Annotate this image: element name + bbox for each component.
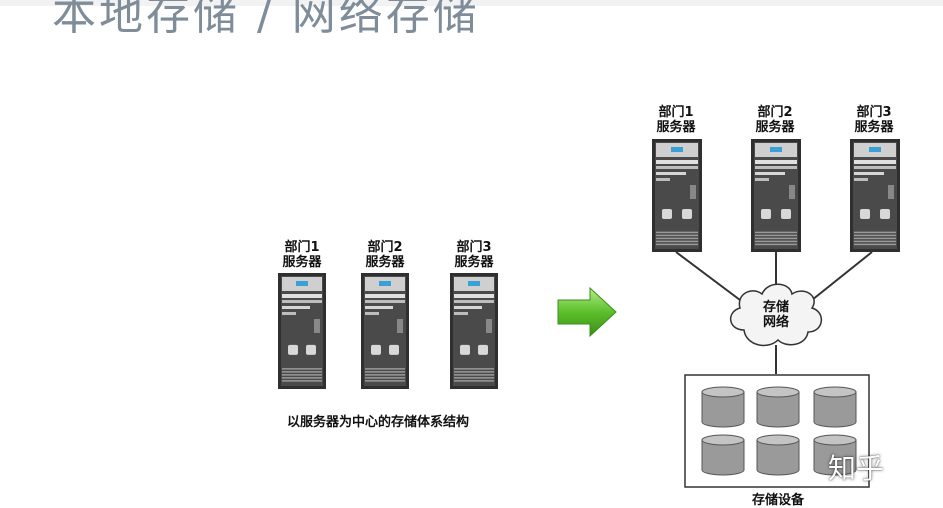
server-role: 服务器 — [282, 255, 322, 270]
left-server-label-3: 部门3 服务器 — [452, 240, 496, 270]
disk-cylinder — [701, 386, 745, 428]
server-role: 服务器 — [454, 255, 494, 270]
server-dept-name: 部门1 — [284, 240, 320, 255]
link-line-3 — [811, 251, 873, 301]
server-role: 服务器 — [656, 120, 696, 135]
right-server-label-3: 部门3 服务器 — [852, 105, 896, 135]
right-server-rack-1 — [652, 139, 702, 256]
server-role: 服务器 — [854, 120, 894, 135]
disk-cylinder — [701, 434, 745, 476]
cloud-label: 存储 网络 — [756, 300, 796, 330]
storage-network-cloud — [730, 283, 822, 347]
server-role: 服务器 — [365, 255, 405, 270]
slide-title: 本地存储 / 网络存储 — [52, 0, 480, 40]
right-server-rack-3 — [850, 139, 900, 256]
right-server-rack-2 — [751, 139, 801, 256]
server-dept-name: 部门2 — [757, 105, 793, 120]
left-server-rack-3 — [450, 273, 498, 393]
left-server-label-1: 部门1 服务器 — [280, 240, 324, 270]
server-dept-name: 部门3 — [456, 240, 492, 255]
zhihu-watermark: 知乎 — [828, 452, 885, 485]
right-server-label-2: 部门2 服务器 — [753, 105, 797, 135]
link-line-1 — [675, 251, 741, 301]
disk-cylinder — [756, 386, 800, 428]
left-diagram-caption: 以服务器为中心的存储体系结构 — [287, 415, 470, 430]
disk-cylinder — [756, 434, 800, 476]
disk-cylinder — [813, 434, 857, 476]
disk-cylinder — [813, 386, 857, 428]
left-server-rack-1 — [278, 273, 326, 393]
cloud-label-line1: 存储 — [762, 300, 789, 315]
right-server-label-1: 部门1 服务器 — [654, 105, 698, 135]
server-dept-name: 部门2 — [367, 240, 403, 255]
left-server-rack-2 — [361, 273, 409, 393]
transition-arrow — [557, 286, 617, 338]
cloud-label-line2: 网络 — [762, 315, 789, 330]
top-bar — [0, 0, 943, 6]
left-server-label-2: 部门2 服务器 — [363, 240, 407, 270]
server-dept-name: 部门3 — [856, 105, 892, 120]
server-role: 服务器 — [755, 120, 795, 135]
server-dept-name: 部门1 — [658, 105, 694, 120]
